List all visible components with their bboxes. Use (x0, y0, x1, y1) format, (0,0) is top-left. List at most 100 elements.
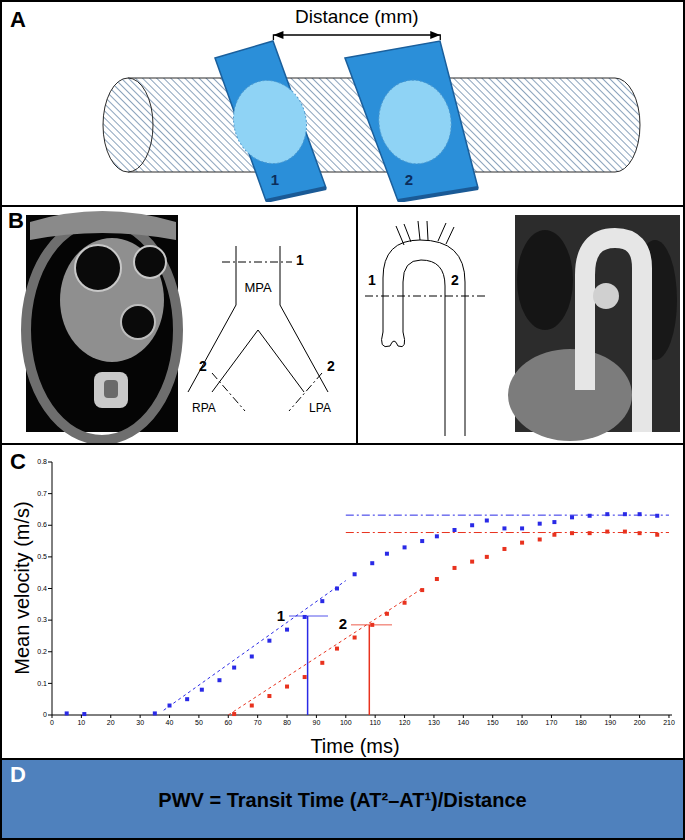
velocity-chart-part (403, 545, 407, 549)
mri-axial-part (94, 372, 128, 408)
pulmonary-schematic-part (212, 330, 304, 392)
velocity-chart-part (285, 685, 289, 689)
velocity-chart-part (48, 651, 52, 652)
velocity-chart-part (470, 560, 474, 564)
velocity-chart-part (375, 715, 376, 718)
velocity-chart-part (81, 715, 82, 718)
velocity-chart-part (48, 715, 52, 716)
panel-divider-part (356, 206, 358, 444)
velocity-chart-part (185, 697, 189, 701)
velocity-chart-part (403, 601, 407, 605)
velocity-chart-part (404, 715, 405, 718)
velocity-chart-part (485, 519, 489, 523)
velocity-chart-part (522, 715, 523, 718)
velocity-chart-part (289, 616, 328, 617)
aorta-schematic-part (383, 240, 465, 436)
tick-label: 20 (107, 719, 115, 727)
velocity-chart-part (435, 577, 439, 581)
callout-number: 1 (277, 608, 285, 625)
panel-d: DPWV = Transit Time (AT²–AT¹)/Distance (0, 758, 685, 840)
velocity-chart-part (307, 616, 309, 715)
velocity-chart-part (623, 512, 627, 516)
velocity-chart-part (353, 636, 357, 640)
velocity-chart-part (52, 715, 53, 718)
vessel-label: LPA (309, 402, 331, 415)
plane-number: 1 (368, 273, 376, 288)
velocity-chart-part (250, 654, 254, 658)
velocity-chart-part (320, 661, 324, 665)
velocity-chart-part (638, 531, 642, 535)
pulmonary-schematic-part (212, 373, 245, 411)
plane-outline-part (372, 74, 457, 169)
tick-label: 180 (575, 719, 587, 727)
velocity-chart-part (385, 552, 389, 556)
velocity-chart-part (198, 715, 199, 718)
velocity-chart-part (655, 533, 659, 537)
velocity-chart-part (267, 694, 271, 698)
velocity-chart-part (232, 712, 236, 716)
velocity-chart-part (453, 528, 457, 532)
velocity-chart-part (316, 715, 317, 718)
plane-number: 2 (405, 172, 413, 189)
velocity-chart-part (168, 704, 172, 708)
velocity-chart-part (303, 615, 307, 619)
velocity-chart-part (52, 715, 672, 716)
velocity-chart-part (580, 715, 581, 718)
velocity-chart-part (433, 715, 434, 718)
sensor-plane: 1 (213, 40, 327, 202)
tick-label: 0.1 (37, 680, 47, 688)
callout-number: 2 (339, 616, 347, 633)
tick-label: 0 (43, 711, 47, 719)
velocity-chart-part (552, 533, 556, 537)
velocity-chart-part (655, 514, 659, 518)
velocity-chart-part (287, 715, 288, 718)
tick-label: 40 (166, 719, 174, 727)
velocity-chart-part (82, 712, 86, 716)
velocity-chart-part (110, 715, 111, 718)
mri-axial-part (30, 211, 176, 240)
velocity-chart-part (48, 620, 52, 621)
aorta-schematic-part (382, 332, 405, 347)
mri-axial-part (26, 220, 178, 440)
velocity-chart-part (538, 537, 542, 541)
distance-arrow (273, 31, 440, 40)
tick-label: 0.7 (37, 490, 47, 498)
velocity-chart-part (520, 526, 524, 530)
formula: PWV = Transit Time (AT²–AT¹)/Distance (158, 789, 526, 811)
velocity-chart-part (551, 715, 552, 718)
panel-a: A12 (0, 0, 685, 207)
aorta-schematic (365, 221, 485, 436)
aorta-schematic-part (396, 224, 411, 245)
panel-divider (357, 206, 358, 444)
aorta-schematic-part (418, 221, 428, 240)
mri-axial-part (134, 246, 166, 278)
velocity-chart-part (668, 715, 669, 718)
velocity-chart-part (588, 531, 592, 535)
velocity-chart-part (470, 523, 474, 527)
velocity-chart-part (520, 541, 524, 545)
tick-label: 110 (370, 719, 381, 727)
velocity-chart-part (639, 715, 640, 718)
velocity-chart-part (538, 522, 542, 526)
velocity-chart-part (65, 711, 69, 715)
velocity-chart-part (605, 512, 609, 516)
velocity-chart-part (335, 587, 339, 591)
dimension-label: Distance (mm) (295, 7, 419, 28)
velocity-chart-part (570, 531, 574, 535)
tick-label: 50 (195, 719, 203, 727)
velocity-chart-part (48, 462, 52, 463)
panel-b: B (0, 205, 685, 445)
plane-number: 1 (296, 253, 304, 268)
plane-outline-part (345, 41, 478, 201)
tick-label: 190 (604, 719, 616, 727)
tick-label: 0.6 (37, 521, 47, 529)
velocity-chart-part (335, 647, 339, 651)
velocity-chart-part (200, 688, 204, 692)
vessel-cylinder-part (103, 78, 153, 172)
axis-title: Time (ms) (310, 735, 399, 757)
mri-sagittal-part (517, 230, 573, 330)
velocity-chart-part (485, 555, 489, 559)
plane-outline-part (266, 188, 326, 201)
tick-label: 200 (634, 719, 646, 727)
velocity-chart-part (164, 581, 346, 711)
